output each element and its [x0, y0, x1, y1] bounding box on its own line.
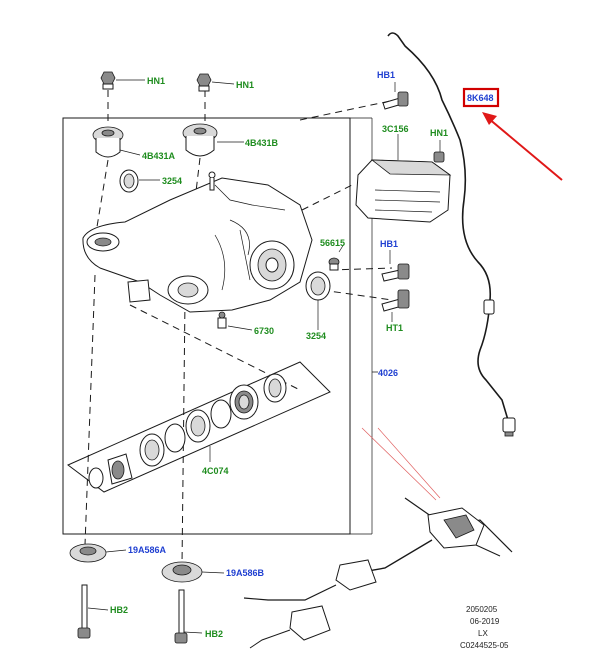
nut-right	[196, 73, 212, 92]
vehicle-locator-inset	[243, 427, 513, 649]
differential-housing	[82, 171, 313, 313]
ref-illustration: C0244525-05	[460, 641, 509, 650]
ref-model: LX	[478, 629, 488, 638]
label-breather: 6730	[254, 326, 274, 336]
seal-right	[305, 271, 331, 301]
label-bearing-kit: 4C074	[202, 466, 229, 476]
bush-left	[69, 543, 107, 563]
label-hn1-right: HN1	[236, 80, 254, 90]
bolt-hb1-top	[382, 91, 409, 110]
label-hn1-module: HN1	[430, 128, 448, 138]
label-hb1-mid: HB1	[380, 239, 398, 249]
label-highlighted-part: 8K648	[467, 93, 494, 103]
speed-sensor-harness	[387, 32, 516, 437]
nut-left	[100, 71, 116, 90]
bolt-hb2-right	[174, 589, 188, 644]
ref-code: 2050205	[466, 605, 498, 614]
bolt-hb1-mid	[381, 263, 410, 282]
nut-module	[433, 151, 445, 163]
assembly-bracket	[350, 117, 378, 535]
label-hb2-right: HB2	[205, 629, 223, 639]
alignment-lines	[84, 90, 396, 566]
control-module	[355, 159, 452, 223]
seal-top	[119, 169, 139, 193]
bush-right	[161, 561, 203, 583]
label-mount-a: 4B431A	[142, 151, 176, 161]
label-hb2-left: HB2	[110, 605, 128, 615]
label-hb1-top: HB1	[377, 70, 395, 80]
mount-right	[182, 123, 218, 157]
label-bush-b: 19A586B	[226, 568, 265, 578]
mount-left	[92, 126, 124, 158]
callout-arrow	[482, 112, 563, 181]
label-seal-right: 3254	[306, 331, 326, 341]
stud-ht1	[381, 289, 410, 312]
breather	[217, 311, 227, 329]
label-seal-top: 3254	[162, 176, 182, 186]
label-plug: 56615	[320, 238, 345, 248]
ref-date: 06-2019	[470, 617, 500, 626]
label-bush-a: 19A586A	[128, 545, 167, 555]
bearing-kit	[67, 361, 331, 493]
label-ht1: HT1	[386, 323, 403, 333]
label-assembly: 4026	[378, 368, 398, 378]
label-mount-b: 4B431B	[245, 138, 279, 148]
bolt-hb2-left	[77, 584, 91, 639]
label-module: 3C156	[382, 124, 409, 134]
label-hn1-left: HN1	[147, 76, 165, 86]
plug	[328, 257, 340, 271]
highlight-box	[462, 87, 500, 108]
